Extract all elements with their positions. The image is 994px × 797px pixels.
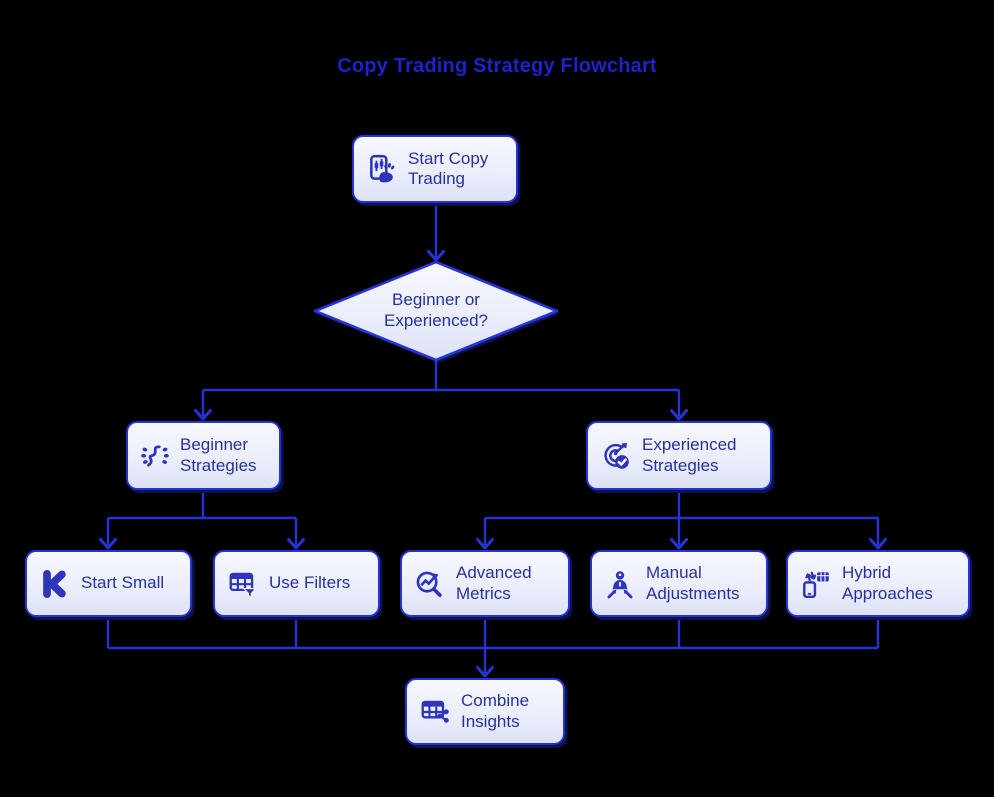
edge-decision-to-strategies xyxy=(201,360,681,416)
arrowhead xyxy=(99,538,117,550)
arrowhead xyxy=(670,538,688,550)
letter-k-icon xyxy=(39,568,71,600)
node-decision-label: Beginner or Experienced? xyxy=(356,287,516,335)
node-experienced-strategies: Experienced Strategies xyxy=(586,421,772,490)
target-check-icon xyxy=(600,440,632,472)
arrowhead xyxy=(427,250,445,262)
node-beginner-strategies: Beginner Strategies xyxy=(126,421,281,490)
node-label: Advanced Metrics xyxy=(456,563,532,603)
node-label: Beginner Strategies xyxy=(180,435,257,475)
node-start-copy-trading: Start Copy Trading xyxy=(352,135,518,203)
node-manual-adjustments: Manual Adjustments xyxy=(590,550,768,617)
strategy-dots-icon xyxy=(140,441,170,471)
device-sync-icon xyxy=(800,568,832,600)
arrowhead xyxy=(287,538,305,550)
edge-experienced-branches xyxy=(483,490,880,545)
node-label: Start Small xyxy=(81,573,165,593)
node-advanced-metrics: Advanced Metrics xyxy=(400,550,570,617)
node-combine-insights: Combine Insights xyxy=(405,678,565,745)
page-title: Copy Trading Strategy Flowchart xyxy=(337,55,657,77)
node-label: Combine Insights xyxy=(461,691,530,731)
node-label: Experienced Strategies xyxy=(642,435,737,475)
table-share-icon xyxy=(419,696,451,728)
node-label: Start Copy Trading xyxy=(408,148,489,188)
node-label: Hybrid Approaches xyxy=(842,563,933,603)
table-filter-icon xyxy=(227,568,259,600)
arrowhead xyxy=(194,409,212,421)
node-start-small: Start Small xyxy=(25,550,192,617)
edge-merge-to-combine xyxy=(106,617,880,673)
copy-trading-phone-icon xyxy=(366,153,398,185)
person-arrows-icon xyxy=(604,568,636,600)
node-hybrid-approaches: Hybrid Approaches xyxy=(786,550,970,617)
node-use-filters: Use Filters xyxy=(213,550,380,617)
chart-magnifier-icon xyxy=(414,568,446,600)
node-label: Beginner or Experienced? xyxy=(384,290,488,330)
node-label: Use Filters xyxy=(269,573,351,593)
node-label: Manual Adjustments xyxy=(646,563,740,603)
arrowhead xyxy=(869,538,887,550)
edge-beginner-branches xyxy=(106,490,298,545)
arrowhead xyxy=(670,409,688,421)
arrowhead xyxy=(476,538,494,550)
arrowhead xyxy=(476,666,494,678)
